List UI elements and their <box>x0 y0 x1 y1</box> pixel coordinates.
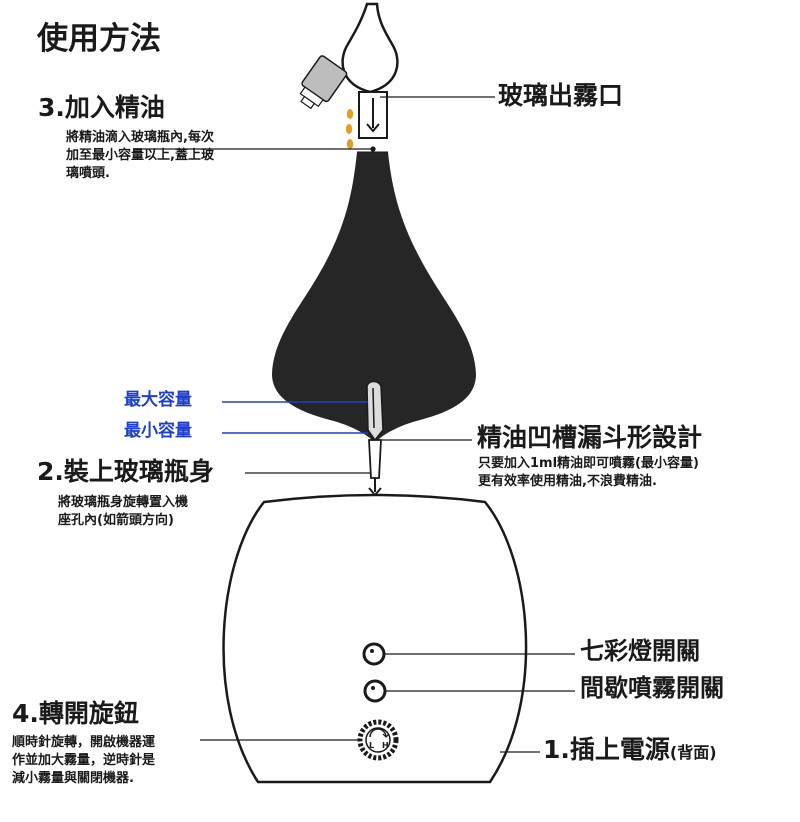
knob-high-letter: H <box>382 741 389 750</box>
step1-label: 1.插上電源(背面) <box>543 735 717 765</box>
step4-desc-line: 順時針旋轉，開啟機器運 <box>12 735 156 750</box>
step3-desc-line: 璃噴頭. <box>66 165 110 181</box>
step4-desc-line: 作並加大霧量，逆時針是 <box>12 752 156 768</box>
mist-outlet-label: 玻璃出霧口 <box>498 81 624 110</box>
knob-low-letter: L <box>369 741 375 750</box>
leader-lines <box>135 96 575 753</box>
min-capacity-label: 最小容量 <box>124 421 192 441</box>
arrow-down-icon <box>366 98 380 133</box>
step1-note: (背面) <box>669 743 717 762</box>
essential-oil-bottle-icon <box>299 55 348 110</box>
machine-base <box>222 493 528 784</box>
rotary-knob-icon[interactable] <box>357 719 399 761</box>
mist-button-icon[interactable] <box>363 679 387 703</box>
glass-nozzle-bulb <box>341 2 399 94</box>
step2-desc-line: 將玻璃瓶身旋轉置入機 <box>58 495 189 510</box>
step4-heading: 4.轉開旋鈕 <box>12 699 139 728</box>
step4-desc-line: 減小霧量與關閉機器. <box>12 770 134 786</box>
light-button-icon[interactable] <box>362 642 386 666</box>
funnel-desc-line: 更有效率使用精油,不浪費精油. <box>478 473 657 489</box>
max-capacity-label: 最大容量 <box>124 390 192 410</box>
funnel-groove <box>366 380 384 442</box>
step2-desc: 將玻璃瓶身旋轉置入機 座孔內(如箭頭方向) <box>58 494 188 530</box>
step2-heading: 2.裝上玻璃瓶身 <box>37 457 214 486</box>
interval-mist-switch-label: 間歇噴霧開關 <box>580 674 724 702</box>
bottle-stem <box>368 439 382 479</box>
step4-desc: 順時針旋轉，開啟機器運 作並加大霧量，逆時針是 減小霧量與關閉機器. <box>12 734 155 788</box>
step3-heading: 3.加入精油 <box>38 93 165 122</box>
step2-desc-line: 座孔內(如箭頭方向) <box>58 512 174 528</box>
step3-desc: 將精油滴入玻璃瓶內,每次 加至最小容量以上,蓋上玻 璃噴頭. <box>66 129 214 183</box>
oil-drops <box>345 109 354 149</box>
glass-bottle-body <box>272 152 476 440</box>
funnel-desc: 只要加入1ml精油即可噴霧(最小容量) 更有效率使用精油,不浪費精油. <box>478 455 699 491</box>
funnel-desc-line: 只要加入1ml精油即可噴霧(最小容量) <box>478 456 699 471</box>
page-title: 使用方法 <box>37 21 161 57</box>
step3-desc-line: 將精油滴入玻璃瓶內,每次 <box>66 130 214 145</box>
color-light-switch-label: 七彩燈開關 <box>580 637 700 665</box>
funnel-heading: 精油凹槽漏斗形設計 <box>477 423 703 452</box>
step3-desc-line: 加至最小容量以上,蓋上玻 <box>66 147 214 163</box>
arrow-down-icon <box>368 478 382 497</box>
capacity-lines <box>222 401 368 434</box>
step1-heading: 1.插上電源 <box>543 735 670 764</box>
